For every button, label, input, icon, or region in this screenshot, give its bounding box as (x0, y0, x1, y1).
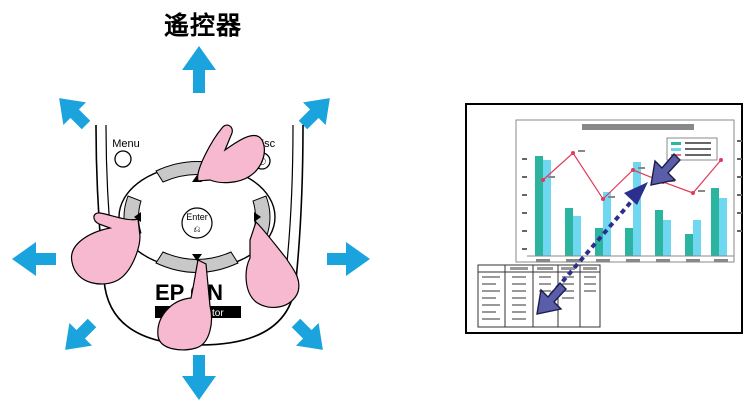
page-title: 遙控器 (163, 11, 242, 40)
menu-label: Menu (112, 138, 140, 150)
dpad-left-icon (134, 212, 141, 222)
path-arrowhead-icon (624, 182, 648, 205)
svg-text:⎌: ⎌ (193, 224, 200, 234)
pointing-hand-icon (71, 124, 300, 351)
arrow-right-icon (327, 242, 370, 276)
model-fragment: tor (212, 308, 224, 319)
arrow-left-icon (12, 242, 56, 276)
direction-arrows (12, 46, 370, 400)
arrow-down-icon (182, 355, 216, 400)
dpad-down-icon (192, 254, 202, 261)
menu-button[interactable]: Menu (112, 138, 140, 168)
dpad-right-icon (254, 212, 261, 222)
arrow-up-right-icon (298, 98, 330, 130)
arrow-up-left-icon (59, 98, 91, 130)
enter-button[interactable]: Enter ⎌ (181, 207, 213, 239)
arrow-up-icon (182, 46, 216, 93)
screen-bars (535, 156, 727, 256)
arrow-down-left-icon (65, 318, 97, 350)
mouse-cursor-icon (536, 152, 681, 315)
projected-screen (465, 103, 743, 334)
arrow-down-right-icon (291, 318, 323, 350)
enter-label: Enter (186, 212, 208, 222)
screen-table (477, 264, 601, 328)
